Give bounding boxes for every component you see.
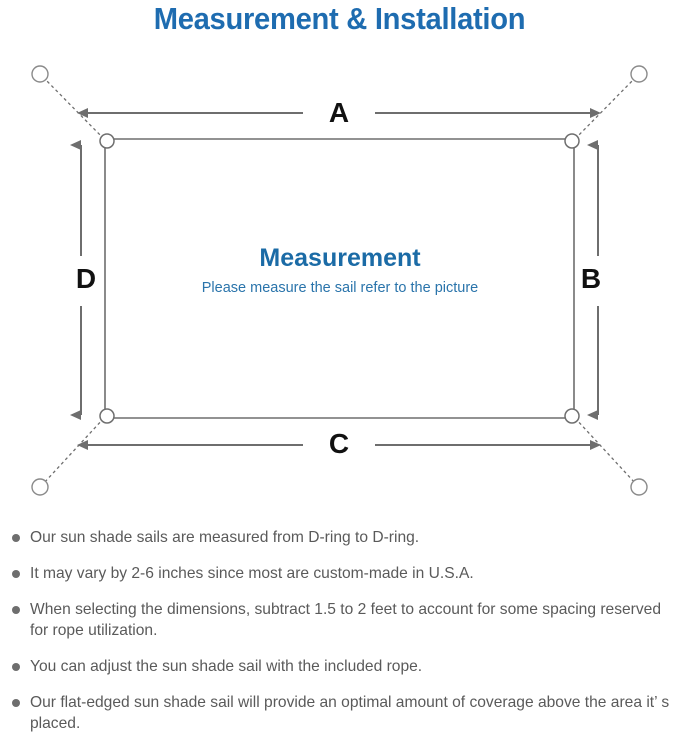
anchor-circle-icon-bottom-right [630, 478, 648, 496]
dotted-rope-line-icon-bottom-left [42, 417, 105, 485]
note-text: It may vary by 2-6 inches since most are… [30, 565, 474, 582]
list-item: When selecting the dimensions, subtract … [8, 599, 676, 641]
bullet-dot-icon [12, 699, 20, 707]
bullet-dot-icon [12, 663, 20, 671]
note-text: When selecting the dimensions, subtract … [30, 601, 662, 639]
list-item: You can adjust the sun shade sail with t… [8, 656, 676, 677]
note-text: Our sun shade sails are measured from D-… [30, 529, 420, 546]
dimension-label-a: A [328, 97, 350, 128]
sail-center-heading: Measurement [259, 244, 421, 272]
d-ring-icon-top-left [99, 133, 115, 149]
bullet-dot-icon [12, 570, 20, 578]
d-ring-icon-bottom-right [564, 408, 580, 424]
dotted-rope-line-icon-bottom-right [574, 417, 637, 485]
dotted-rope-line-icon-top-right [574, 76, 637, 140]
page-title: Measurement & Installation [153, 1, 526, 36]
dimension-label-d: D [75, 263, 97, 294]
dotted-rope-line-icon-top-left [42, 76, 105, 140]
dimension-label-c: C [328, 428, 350, 459]
note-text: Our flat-edged sun shade sail will provi… [30, 694, 670, 732]
bullet-dot-icon [12, 606, 20, 614]
anchor-circle-icon-top-left [31, 65, 49, 83]
anchor-circle-icon-bottom-left [31, 478, 49, 496]
sail-center-subtext: Please measure the sail refer to the pic… [201, 280, 479, 296]
bullet-dot-icon [12, 534, 20, 542]
note-text: You can adjust the sun shade sail with t… [30, 658, 423, 675]
d-ring-icon-top-right [564, 133, 580, 149]
list-item: Our flat-edged sun shade sail will provi… [8, 692, 676, 734]
sail-measurement-diagram [31, 65, 648, 496]
list-item: It may vary by 2-6 inches since most are… [8, 563, 676, 584]
notes-list: Our sun shade sails are measured from D-… [8, 527, 676, 749]
dimension-label-b: B [580, 263, 602, 294]
list-item: Our sun shade sails are measured from D-… [8, 527, 676, 548]
anchor-circle-icon-top-right [630, 65, 648, 83]
shade-sail-body [104, 138, 575, 419]
d-ring-icon-bottom-left [99, 408, 115, 424]
